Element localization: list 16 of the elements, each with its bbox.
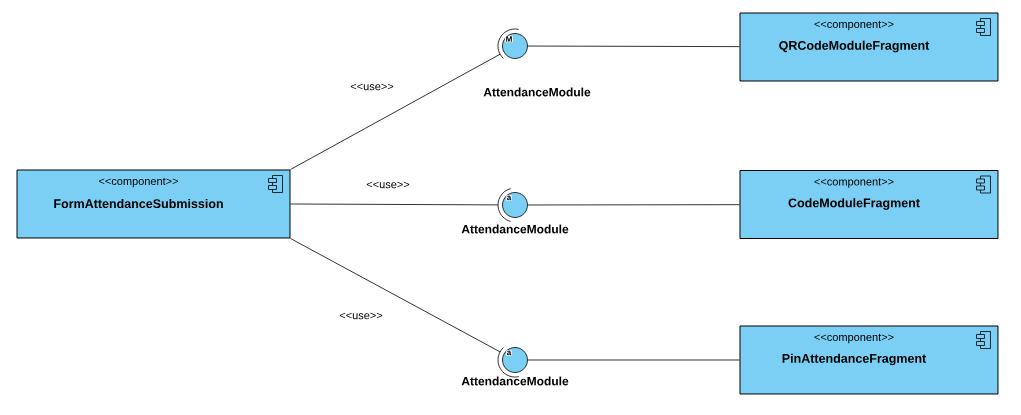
connector-line [527,359,740,361]
component-box: <<component>> PinAttendanceFragment [739,325,999,395]
interface-name: AttendanceModule [461,224,569,234]
connector-line [290,203,499,206]
component-box: <<component>> CodeModuleFragment [739,170,999,239]
edge-label: <<use>> [349,82,395,92]
interface-name: AttendanceModule [483,87,591,97]
connector-line [290,238,501,353]
connector-line [290,53,501,170]
edge-label: <<use>> [365,180,411,190]
interface-name: AttendanceModule [461,376,569,386]
edge-label: <<use>> [338,311,384,321]
component-box: <<component>> FormAttendanceSubmission [16,169,291,239]
connector-line [527,45,740,48]
connector-line [527,204,740,206]
component-box: <<component>> QRCodeModuleFragment [739,12,999,82]
